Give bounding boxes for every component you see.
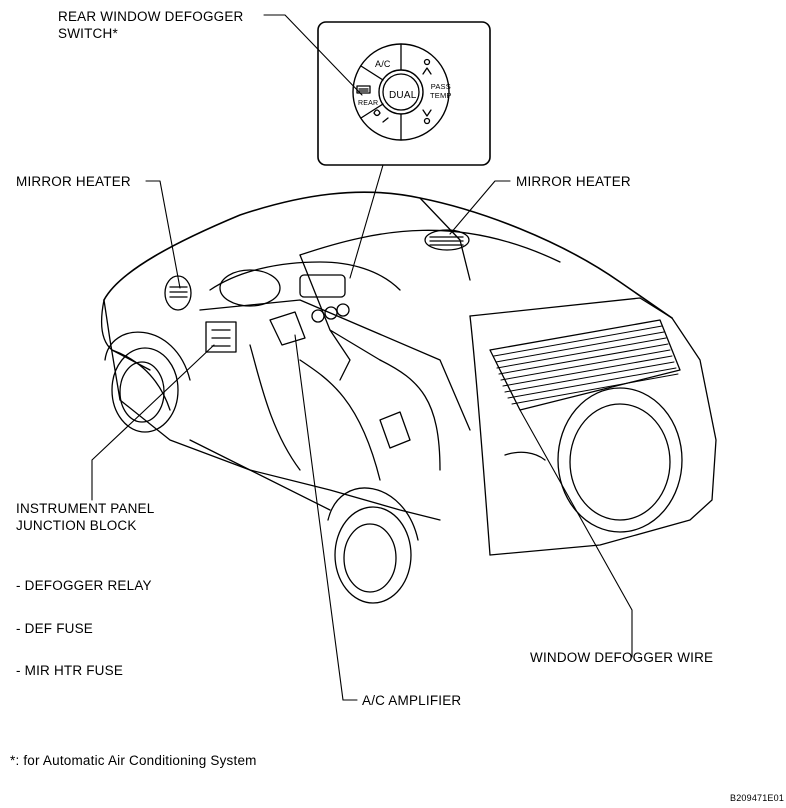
switch-inset	[317, 21, 491, 166]
footnote: *: for Automatic Air Conditioning System	[10, 753, 257, 768]
defogger-relay-label: - DEFOGGER RELAY	[16, 578, 152, 593]
mir-htr-fuse-label: - MIR HTR FUSE	[16, 663, 124, 678]
ac-amplifier-label: A/C AMPLIFIER	[362, 693, 462, 708]
window-defogger-wire-label: WINDOW DEFOGGER WIRE	[530, 650, 714, 665]
pass-temp-label: PASS TEMP	[430, 82, 452, 100]
dual-switch-label: DUAL	[389, 90, 417, 101]
ac-switch-label: A/C	[375, 59, 391, 69]
instrument-panel-junction-block-label: INSTRUMENT PANEL JUNCTION BLOCK	[16, 501, 155, 533]
mirror-heater-left-label: MIRROR HEATER	[16, 174, 131, 189]
leader-lines	[91, 14, 633, 701]
rear-window-defogger-switch-label: REAR WINDOW DEFOGGER SWITCH*	[58, 9, 244, 41]
mirror-heater-right-label: MIRROR HEATER	[516, 174, 631, 189]
rear-defogger-switch-text: REAR	[358, 100, 379, 107]
vehicle-body	[100, 191, 717, 604]
def-fuse-label: - DEF FUSE	[16, 621, 94, 636]
figure-code: B209471E01	[730, 793, 785, 803]
